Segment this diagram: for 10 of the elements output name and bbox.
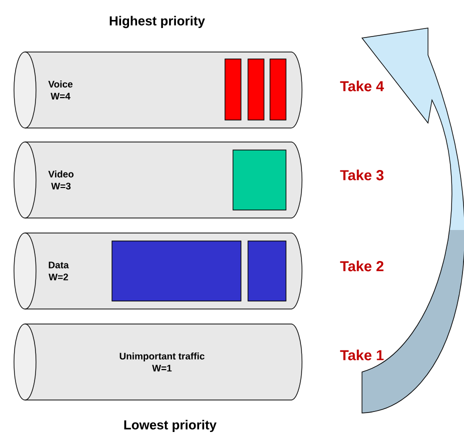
take-label: Take 3 (340, 170, 384, 180)
take-label: Take 1 (340, 350, 384, 360)
pipe: Data W=2 (14, 232, 302, 310)
heading: Lowest priority (124, 420, 217, 432)
heading: Highest priority (110, 16, 205, 28)
pipe: Voice W=4 (14, 52, 302, 128)
take-label: Take 2 (340, 260, 384, 272)
take-label: Take 4 (340, 80, 384, 92)
pipe: Video W=3 (14, 142, 302, 218)
pipe: Unimportant traffic W=1 (14, 324, 302, 400)
